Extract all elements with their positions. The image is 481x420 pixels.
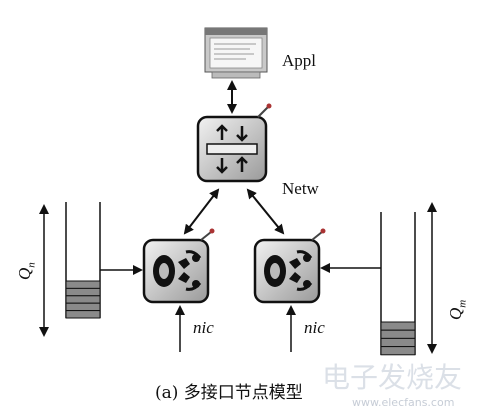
queue-right-label: Qm: [446, 300, 468, 320]
netw-nic-right-link: [246, 188, 285, 235]
appl-label: Appl: [282, 51, 316, 70]
queue-left-q: Q: [15, 267, 34, 280]
queue-right-q: Q: [446, 307, 465, 320]
watermark-logo: 电子发烧友: [322, 361, 463, 394]
figure-caption: (a) 多接口节点模型: [155, 383, 303, 403]
queue-right-sub: m: [456, 299, 469, 308]
watermark-url: www.elecfans.com: [352, 396, 455, 409]
network-switch-icon: [196, 103, 272, 183]
nic-left-icon: [142, 228, 215, 304]
netw-label: Netw: [282, 179, 319, 198]
queue-right: [380, 212, 416, 356]
queue-left-label: Qn: [15, 262, 37, 280]
nic-right-icon: [253, 228, 326, 304]
netw-nic-left-link: [183, 188, 220, 235]
queue-left: [65, 202, 101, 319]
nic-right-label: nic: [304, 318, 325, 337]
application-window-icon: [204, 27, 268, 79]
queue-left-sub: n: [25, 262, 38, 268]
nic-left-label: nic: [193, 318, 214, 337]
